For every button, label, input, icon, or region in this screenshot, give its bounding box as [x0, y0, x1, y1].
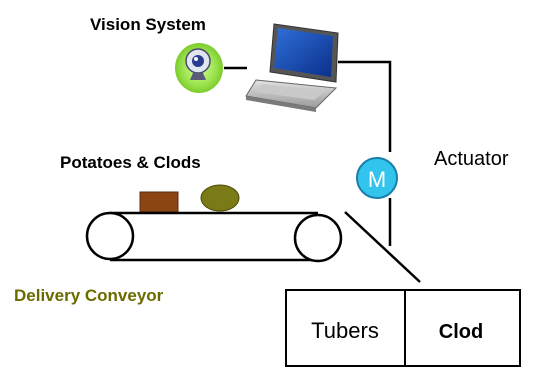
control-link-line: [338, 60, 392, 152]
potato-item: [200, 184, 240, 212]
delivery-conveyor: [85, 211, 343, 263]
bin-clod-label: Clod: [439, 321, 483, 343]
webcam-icon: [175, 43, 223, 93]
delivery-conveyor-label: Delivery Conveyor: [14, 286, 164, 305]
laptop-icon: [245, 23, 339, 112]
bin-tubers-label: Tubers: [311, 318, 379, 343]
potatoes-clods-label: Potatoes & Clods: [60, 153, 201, 172]
deflector-line: [344, 211, 421, 283]
actuator-label: Actuator: [434, 148, 509, 170]
vision-system-label: Vision System: [90, 15, 206, 34]
collection-bins: [285, 289, 521, 367]
motor-symbol: M: [368, 167, 386, 192]
clod-item: [139, 191, 179, 213]
motor-icon: [356, 157, 398, 199]
